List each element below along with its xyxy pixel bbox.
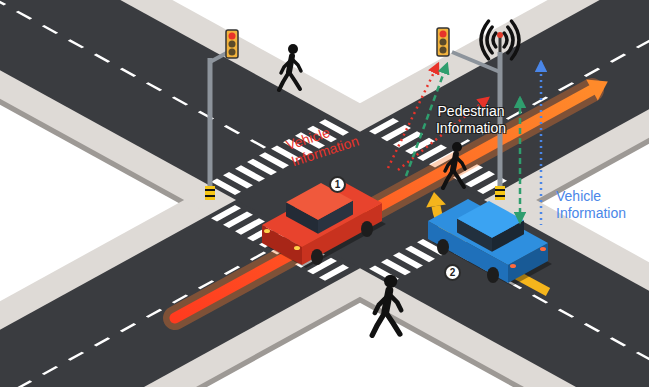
pedestrian [279, 44, 301, 90]
callout-number: 2 [444, 264, 461, 281]
signal-light [440, 47, 447, 54]
lane-marking [0, 0, 265, 148]
car-light [294, 246, 300, 250]
route-arrow [175, 90, 592, 318]
route-arrowhead [586, 80, 608, 101]
callout-number: 1 [329, 176, 346, 193]
antenna-tip [497, 32, 503, 38]
pole-base [205, 186, 215, 200]
lane-marking [455, 252, 649, 387]
route-glow [175, 90, 592, 318]
pole-base-stripe [495, 189, 505, 191]
info-label: Pedestrian Information [425, 103, 517, 137]
car-wheel [311, 249, 323, 265]
signal-light [229, 49, 236, 56]
car-wheel [487, 267, 499, 283]
vehicle-info-link [388, 64, 438, 168]
signal-light [229, 41, 236, 48]
traffic-signal [226, 30, 238, 58]
turn-arrowhead [426, 192, 446, 207]
pedestrian [443, 142, 465, 188]
pedestrian [372, 275, 401, 336]
car-light [264, 229, 270, 233]
pole-base [495, 186, 505, 200]
info-label: Vehicle Information [556, 188, 646, 222]
car-light [540, 247, 546, 251]
signal-light [440, 31, 447, 38]
signal-pole [208, 58, 213, 200]
signal-arm [452, 52, 500, 72]
signal-light [229, 33, 236, 40]
car-light [510, 264, 516, 268]
traffic-signal [437, 28, 449, 56]
antenna-mast [499, 36, 502, 52]
pole-base-stripe [205, 189, 215, 191]
car-roof [457, 201, 524, 238]
radio-wave [504, 33, 507, 47]
radio-wave [481, 21, 489, 59]
radio-wave [487, 27, 492, 53]
pole-base-stripe [205, 195, 215, 197]
radio-wave [493, 33, 496, 47]
radio-wave [511, 21, 519, 59]
car-body [262, 181, 382, 247]
pedestrian-info-link [519, 98, 522, 222]
vehicle-info-link [540, 62, 543, 225]
car-body [428, 199, 548, 265]
pole-base-stripe [495, 195, 505, 197]
radio-wave [508, 27, 513, 53]
car-wheel [361, 221, 373, 237]
signal-light [440, 39, 447, 46]
car-wheel [437, 239, 449, 255]
info-label: Vehicle Information [284, 108, 386, 170]
lane-marking [0, 252, 265, 387]
